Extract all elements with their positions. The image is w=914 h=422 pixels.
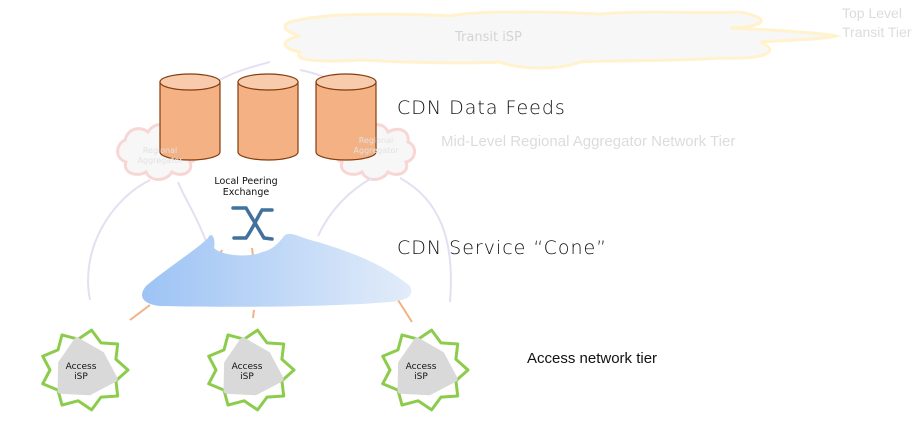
peering-label-line: Local Peering <box>214 176 278 187</box>
mid-level-tier-label: Mid-Level Regional Aggregator Network Ti… <box>441 133 736 150</box>
access-label-line: Access <box>405 362 437 372</box>
local-peering-exchange-icon <box>231 206 274 241</box>
access-isp-label: Access iSP <box>222 362 272 382</box>
database-cylinder-icon <box>237 73 299 161</box>
aggregator-label-line: Regional <box>358 136 394 145</box>
database-cylinder-icon <box>315 73 377 161</box>
tier-label-line: Top Level <box>842 5 902 21</box>
uplink-arrow <box>399 177 452 303</box>
database-cylinder-icon <box>159 73 221 161</box>
peering-link <box>251 247 254 257</box>
transit-isp-label: Transit iSP <box>455 30 522 45</box>
aggregator-label-line: Aggregator <box>353 146 399 155</box>
access-label-line: Access <box>231 362 263 372</box>
access-label-line: iSP <box>240 372 254 382</box>
tier-label-line: Transit Tier <box>842 24 912 40</box>
access-isp-cloud-icon <box>207 328 296 412</box>
regional-aggregator-label: Regional Aggregator <box>346 136 406 156</box>
uplink-arrow <box>87 179 151 301</box>
access-link <box>252 309 255 319</box>
access-isp-label: Access iSP <box>56 362 106 382</box>
cdn-data-feeds <box>159 73 377 161</box>
top-level-tier-label: Top Level Transit Tier <box>842 4 912 42</box>
access-label-line: iSP <box>74 372 88 382</box>
aggregator-label-line: Aggregator <box>137 156 183 165</box>
peering-label-line: Exchange <box>222 187 270 198</box>
cdn-service-cone <box>142 233 412 307</box>
access-label-line: Access <box>65 362 97 372</box>
access-isp-cloud-icon <box>381 328 470 412</box>
transit-isp-cloud <box>283 10 842 70</box>
access-isp-cloud-icon <box>41 328 130 412</box>
regional-aggregator-label: Regional Aggregator <box>130 146 190 166</box>
access-tier-label: Access network tier <box>527 350 658 367</box>
cdn-data-feeds-label: CDN Data Feeds <box>397 97 566 119</box>
cdn-service-cone-label: CDN Service “Cone” <box>397 237 608 259</box>
access-isps <box>41 328 470 412</box>
uplink-arrow <box>317 177 373 237</box>
access-label-line: iSP <box>414 372 428 382</box>
access-link <box>129 304 151 321</box>
access-isp-label: Access iSP <box>396 362 446 382</box>
aggregator-label-line: Regional <box>142 146 178 155</box>
local-peering-exchange-label: Local Peering Exchange <box>206 176 286 198</box>
access-link <box>397 299 413 323</box>
